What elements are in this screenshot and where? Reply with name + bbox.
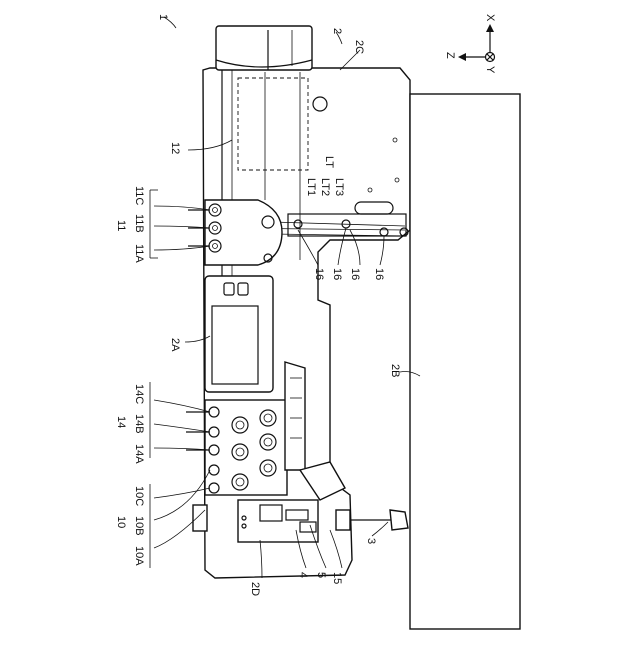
label-LT3: LT3 — [333, 178, 345, 196]
label-LT2: LT2 — [319, 178, 331, 196]
label-12: 12 — [169, 142, 181, 154]
handwheel — [216, 26, 312, 70]
label-14B: 14B — [133, 414, 145, 434]
label-2: 2 — [331, 28, 343, 34]
label-2D: 2D — [249, 582, 261, 596]
label-4: 4 — [297, 572, 309, 578]
operation-panel — [205, 276, 273, 392]
label-11B: 11B — [133, 214, 145, 233]
label-16-third: 16 — [349, 268, 361, 280]
label-10A: 10A — [133, 546, 145, 566]
label-16-second: 16 — [331, 268, 343, 280]
label-2A: 2A — [169, 338, 181, 352]
label-1: 1 — [157, 14, 169, 20]
label-14C: 14C — [133, 384, 145, 404]
label-14A: 14A — [133, 444, 145, 464]
label-15: 15 — [331, 572, 343, 584]
label-10C: 10C — [133, 486, 145, 506]
label-11: 11 — [115, 220, 127, 231]
label-11C: 11C — [133, 186, 145, 205]
axes-indicator — [458, 24, 495, 62]
label-5: 5 — [315, 572, 327, 578]
label-2B: 2B — [389, 364, 401, 377]
label-14: 14 — [115, 416, 127, 428]
label-2C: 2C — [353, 40, 365, 54]
label-16-fourth: 16 — [373, 268, 385, 280]
label-LT: LT — [323, 156, 335, 168]
label-16-first: 16 — [313, 268, 325, 280]
bed — [410, 94, 520, 629]
axis-z-label: Z — [444, 52, 456, 59]
label-10B: 10B — [133, 516, 145, 536]
label-11A: 11A — [133, 244, 145, 263]
label-10: 10 — [115, 516, 127, 528]
thread-tension-unit-11 — [188, 200, 282, 265]
axis-y-label: Y — [484, 66, 496, 74]
label-3: 3 — [365, 538, 377, 544]
label-LT1: LT1 — [305, 178, 317, 196]
axis-x-label: X — [484, 14, 496, 22]
